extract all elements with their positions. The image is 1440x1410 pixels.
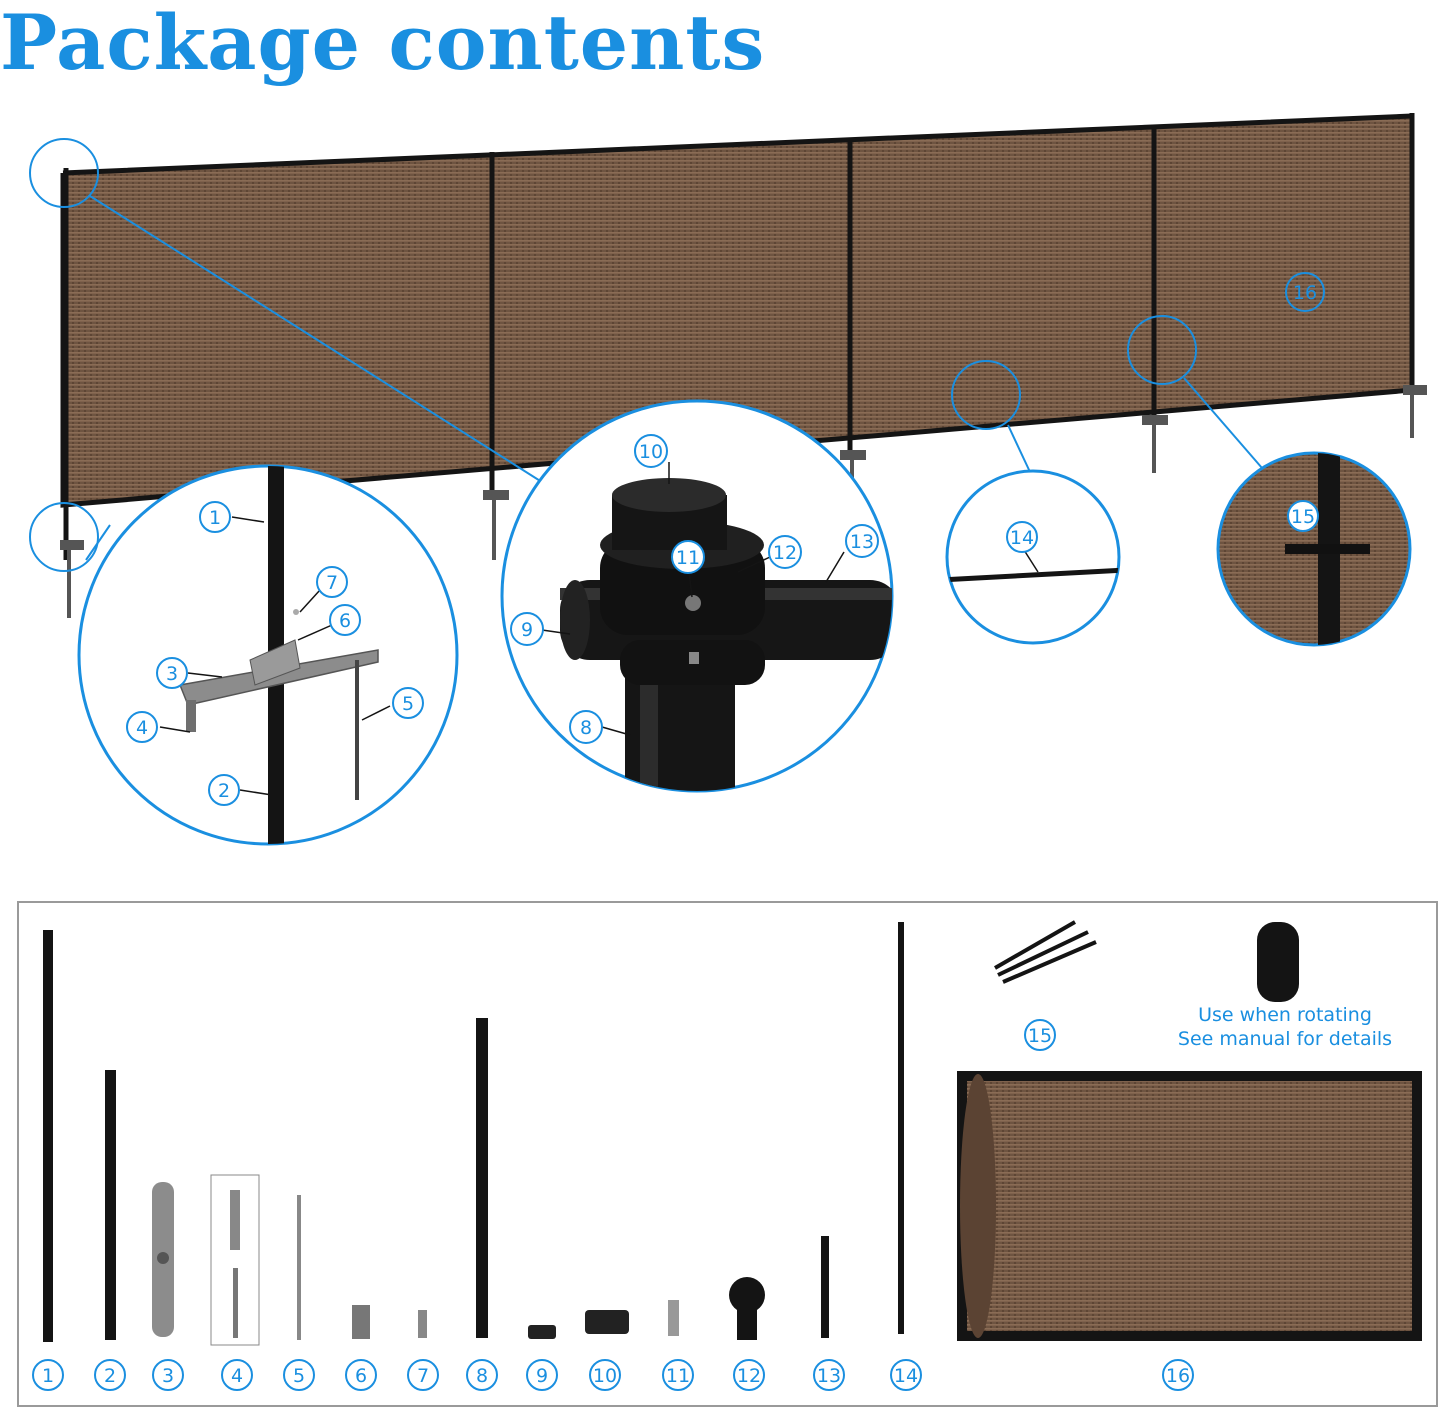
joint-callout-badges <box>510 434 879 744</box>
part-label-9: 9 <box>536 1365 548 1387</box>
part-small-bolt <box>668 1300 679 1336</box>
joint-label-11: 11 <box>676 547 700 569</box>
joint-label-10: 10 <box>639 441 663 463</box>
part-label-5: 5 <box>293 1365 305 1387</box>
part-long-pole <box>43 930 53 1342</box>
part-middle-pole <box>476 1018 488 1338</box>
part-label-11: 11 <box>666 1365 690 1387</box>
parts-badges <box>32 1019 1194 1391</box>
callout-circle-post <box>1127 315 1197 385</box>
fence-posts <box>63 113 1415 560</box>
callout-circle-bottom-left <box>29 502 99 572</box>
fence-overview: 16 <box>29 113 1427 618</box>
callout-circle-top-left <box>29 138 99 208</box>
rotating-note: Use when rotating See manual for details <box>1140 1003 1430 1051</box>
joint-label-13: 13 <box>850 531 874 553</box>
parts-panel: 1 2 3 4 5 6 7 8 9 10 11 12 13 14 15 16 <box>17 901 1438 1407</box>
fence-feet <box>60 385 1427 618</box>
part-label-7: 7 <box>417 1365 429 1387</box>
callout-circle-fabric <box>951 360 1021 430</box>
part-label-12: 12 <box>737 1365 761 1387</box>
part-rolled-tie <box>1257 922 1299 1002</box>
part-short-rod <box>821 1236 829 1338</box>
part-label-10: 10 <box>593 1365 617 1387</box>
part-label-16: 16 <box>1166 1365 1190 1387</box>
part-label-6: 6 <box>355 1365 367 1387</box>
part-label-2: 2 <box>104 1365 116 1387</box>
joint-label-9: 9 <box>521 619 533 641</box>
part-label-1: 1 <box>42 1365 54 1387</box>
ground-label-7: 7 <box>326 572 338 594</box>
rotating-note-line-1: Use when rotating <box>1198 1004 1372 1026</box>
joint-label-12: 12 <box>773 542 797 564</box>
ground-label-4: 4 <box>136 717 148 739</box>
part-label-3: 3 <box>162 1365 174 1387</box>
part-label-14: 14 <box>894 1365 918 1387</box>
cable-detail: 14 <box>945 469 1121 645</box>
tie-label-15: 15 <box>1291 506 1315 528</box>
ground-detail: 1 7 6 3 4 5 2 <box>77 464 459 846</box>
page-title: Package contents <box>0 0 766 87</box>
ground-label-1: 1 <box>209 507 221 529</box>
part-connector-clamp <box>729 1277 765 1340</box>
part-tension-cable <box>898 922 904 1334</box>
part-bolt <box>352 1305 370 1339</box>
part-top-cap <box>585 1310 629 1334</box>
callout-badge-16 <box>1285 272 1325 312</box>
part-privacy-screen-roll <box>957 1071 1422 1341</box>
callout-label-16: 16 <box>1293 282 1317 304</box>
part-label-15: 15 <box>1028 1025 1052 1047</box>
part-end-cap <box>528 1325 556 1339</box>
cable-label-14: 14 <box>1010 527 1034 549</box>
ground-label-5: 5 <box>402 693 414 715</box>
rotating-note-line-2: See manual for details <box>1177 1028 1393 1050</box>
tie-detail: 15 <box>1216 451 1412 647</box>
part-label-13: 13 <box>817 1365 841 1387</box>
callout-lines <box>85 195 1263 561</box>
joint-leader-lines <box>541 462 845 736</box>
part-screw <box>418 1310 427 1338</box>
ground-label-6: 6 <box>339 610 351 632</box>
ground-label-3: 3 <box>166 663 178 685</box>
part-label-8: 8 <box>476 1365 488 1387</box>
ground-label-2: 2 <box>218 780 230 802</box>
joint-label-8: 8 <box>580 717 592 739</box>
part-anchors-and-screws <box>210 1174 260 1346</box>
ground-leader-lines <box>159 516 391 796</box>
ground-callout-badges <box>126 501 424 806</box>
screen-fabric <box>63 116 1412 505</box>
part-lower-pole <box>105 1070 116 1340</box>
part-label-4: 4 <box>231 1365 243 1387</box>
part-zip-ties <box>994 920 1097 984</box>
part-base-plate <box>152 1182 174 1337</box>
joint-detail: 10 11 12 13 9 8 <box>500 399 894 793</box>
part-ground-spike <box>297 1195 301 1340</box>
